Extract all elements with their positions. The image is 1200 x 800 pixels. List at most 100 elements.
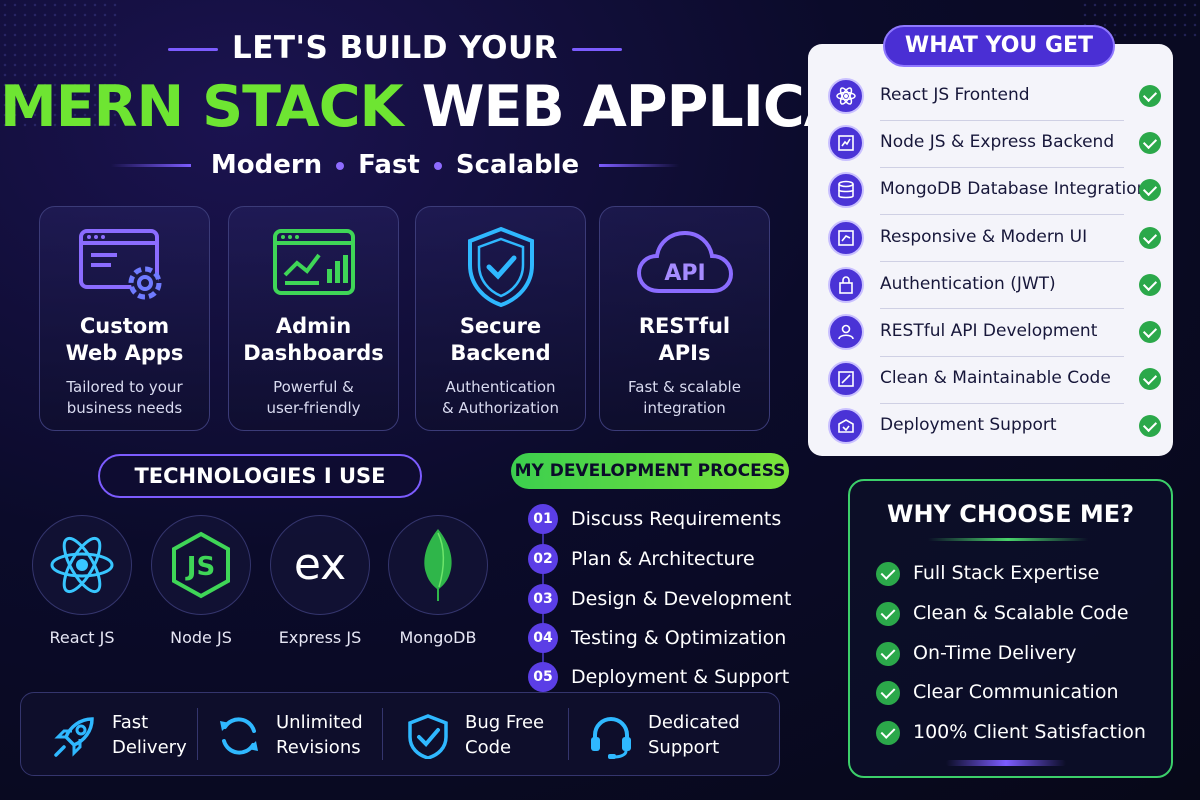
service-title-line: Admin — [275, 314, 352, 338]
feature-line: Dedicated — [648, 712, 740, 733]
list-item: MongoDB Database Integration — [828, 170, 1161, 210]
list-item-label: Deployment Support — [880, 415, 1057, 435]
service-desc-line: Powerful & — [273, 378, 354, 396]
tagline-word: Scalable — [455, 150, 580, 180]
feature-line: Fast — [112, 712, 149, 733]
divider — [880, 167, 1124, 168]
feature-line: Delivery — [112, 737, 187, 758]
divider — [167, 48, 218, 51]
cloud-upload-icon — [828, 408, 864, 444]
tech-label: Express JS — [278, 628, 362, 647]
tech-label: MongoDB — [399, 628, 477, 647]
service-title-line: Custom — [79, 314, 170, 338]
headset-icon — [591, 717, 631, 759]
step-number: 01 — [528, 504, 558, 534]
web-app-gear-icon — [78, 229, 161, 300]
database-icon — [828, 172, 864, 208]
headline-top: LET'S BUILD YOUR — [0, 30, 790, 66]
react-icon — [50, 536, 114, 594]
service-desc: Powerful & user-friendly — [229, 377, 398, 419]
list-item-label: Responsive & Modern UI — [880, 227, 1088, 247]
api-cloud-icon: API — [636, 230, 733, 293]
step-label: Testing & Optimization — [571, 627, 787, 649]
shield-check-icon — [408, 714, 448, 759]
check-icon — [876, 721, 900, 745]
features-bar — [20, 692, 780, 776]
process-heading: MY DEVELOPMENT PROCESS — [511, 453, 789, 489]
list-item: Authentication (JWT) — [828, 265, 1161, 305]
list-item-label: Authentication (JWT) — [880, 274, 1056, 294]
divider — [880, 261, 1124, 262]
shield-check-icon — [467, 226, 534, 308]
service-desc-line: & Authorization — [442, 399, 559, 417]
check-icon — [876, 681, 900, 705]
check-icon — [876, 602, 900, 626]
list-item-label: MongoDB Database Integration — [880, 179, 1148, 199]
service-desc: Tailored to your business needs — [40, 377, 209, 419]
api-icon-text: API — [664, 261, 705, 286]
check-icon — [1139, 132, 1161, 154]
divider — [197, 708, 198, 760]
divider — [599, 164, 680, 167]
react-icon — [828, 78, 864, 114]
divider — [110, 164, 191, 167]
dot-grid-decoration — [0, 0, 120, 130]
tech-react — [32, 515, 132, 615]
tagline-word: Fast — [358, 150, 420, 180]
divider — [880, 403, 1124, 404]
technologies-heading: TECHNOLOGIES I USE — [98, 454, 422, 498]
express-glyph: ex — [294, 540, 346, 590]
feature-line: Bug Free — [465, 712, 545, 733]
divider — [880, 356, 1124, 357]
service-title-line: Dashboards — [243, 341, 384, 365]
check-icon — [1139, 227, 1161, 249]
server-icon — [828, 125, 864, 161]
check-icon — [1139, 321, 1161, 343]
tech-label: Node JS — [170, 628, 232, 647]
code-icon — [828, 361, 864, 397]
list-item-label: Full Stack Expertise — [913, 562, 1100, 584]
bullet-dot — [433, 161, 442, 170]
service-desc-line: business needs — [66, 399, 183, 417]
bullet-dot — [336, 161, 345, 170]
rocket-icon — [54, 717, 94, 757]
check-icon — [1139, 368, 1161, 390]
feature-line: Code — [465, 737, 512, 758]
service-desc-line: user-friendly — [266, 399, 361, 417]
list-item: RESTful API Development — [828, 312, 1161, 352]
service-title-line: RESTful — [638, 314, 731, 338]
headline-top-text: LET'S BUILD YOUR — [231, 30, 559, 66]
check-icon — [1139, 274, 1161, 296]
service-title-line: Backend — [450, 341, 551, 365]
tech-node: JS — [151, 515, 251, 615]
check-icon — [1139, 179, 1161, 201]
list-item-label: 100% Client Satisfaction — [913, 721, 1146, 743]
check-icon — [876, 562, 900, 586]
list-item: Node JS & Express Backend — [828, 123, 1161, 163]
feature-line: Unlimited — [276, 712, 363, 733]
list-item-label: On-Time Delivery — [913, 642, 1077, 664]
list-item-label: Clear Communication — [913, 681, 1119, 703]
divider — [382, 708, 383, 760]
divider — [568, 708, 569, 760]
list-item-label: Clean & Scalable Code — [913, 602, 1129, 624]
what-you-get-panel — [808, 44, 1173, 456]
list-item: Deployment Support — [828, 406, 1161, 446]
check-icon — [1139, 415, 1161, 437]
service-title-line: APIs — [658, 341, 711, 365]
service-desc-line: Tailored to your — [66, 378, 183, 396]
page-title: MERN STACK WEB APPLICATION — [0, 74, 996, 140]
mongodb-leaf-icon — [424, 529, 452, 601]
